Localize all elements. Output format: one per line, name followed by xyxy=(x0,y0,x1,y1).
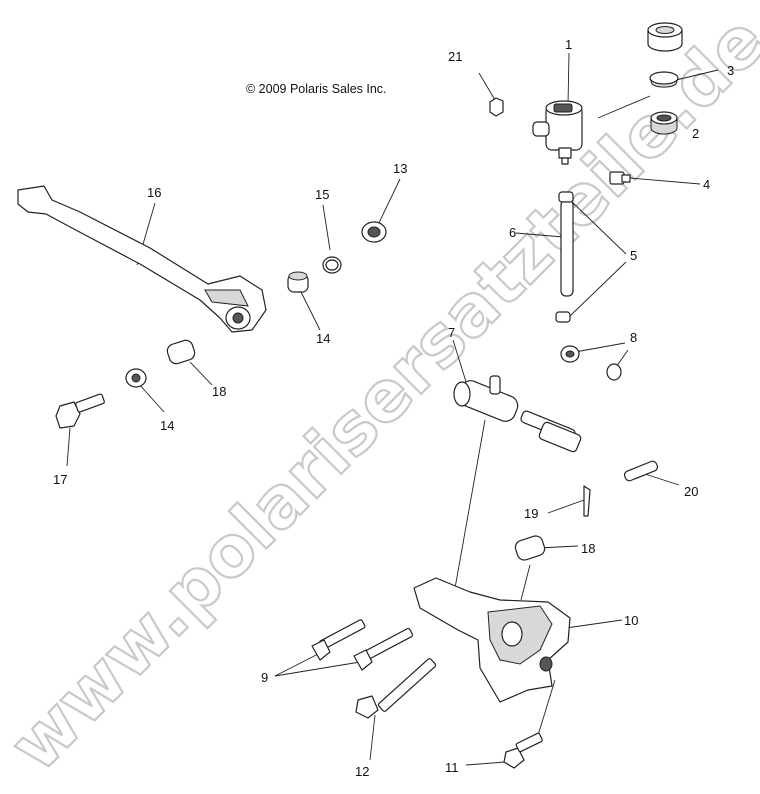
callout-9: 9 xyxy=(261,670,268,685)
part-cotter-19 xyxy=(583,485,591,517)
part-master-cylinder xyxy=(453,375,582,453)
callout-14-lower: 14 xyxy=(160,418,174,433)
part-hose xyxy=(555,191,574,323)
callout-18-lower: 18 xyxy=(581,541,595,556)
callout-16: 16 xyxy=(147,185,161,200)
callout-14-upper: 14 xyxy=(316,331,330,346)
part-bracket xyxy=(413,577,571,703)
callout-1: 1 xyxy=(565,37,572,52)
part-clip-15 xyxy=(322,256,342,274)
callout-10: 10 xyxy=(624,613,638,628)
part-bolt-11 xyxy=(503,732,543,769)
leader-lines xyxy=(66,52,719,766)
callout-15: 15 xyxy=(315,187,329,202)
callout-17: 17 xyxy=(53,472,67,487)
part-bolt-12 xyxy=(355,658,437,719)
part-grommets-8 xyxy=(560,345,622,381)
part-reservoir-cap xyxy=(647,22,683,52)
part-reservoir xyxy=(532,100,583,165)
part-sleeve-18-lower xyxy=(514,535,546,561)
callout-3: 3 xyxy=(727,63,734,78)
part-bolts-9 xyxy=(311,619,414,671)
callout-8: 8 xyxy=(630,330,637,345)
part-nut-21 xyxy=(489,97,504,117)
callout-18-upper: 18 xyxy=(212,384,226,399)
callout-11: 11 xyxy=(445,760,459,775)
part-brake-pedal xyxy=(17,185,267,333)
callout-12: 12 xyxy=(355,764,369,779)
callout-2: 2 xyxy=(692,126,699,141)
callout-labels: 1 2 3 4 5 6 7 8 9 10 11 12 13 14 14 15 1… xyxy=(53,37,734,779)
callout-4: 4 xyxy=(703,177,710,192)
callout-5: 5 xyxy=(630,248,637,263)
part-bolt-17 xyxy=(55,393,105,429)
part-bolt-4 xyxy=(609,171,631,185)
part-diaphragm xyxy=(649,71,679,88)
callout-13: 13 xyxy=(393,161,407,176)
part-pin-20 xyxy=(623,460,659,482)
callout-6: 6 xyxy=(509,225,516,240)
copyright-text: © 2009 Polaris Sales Inc. xyxy=(246,82,387,96)
part-cap-seal xyxy=(650,111,678,135)
callout-7: 7 xyxy=(448,325,455,340)
part-bushing-13 xyxy=(361,221,387,243)
callout-20: 20 xyxy=(684,484,698,499)
part-bushing-14-lower xyxy=(125,368,147,388)
part-bushing-14-upper xyxy=(287,271,309,293)
callout-21: 21 xyxy=(448,49,462,64)
part-sleeve-18-upper xyxy=(166,339,196,365)
callout-19: 19 xyxy=(524,506,538,521)
